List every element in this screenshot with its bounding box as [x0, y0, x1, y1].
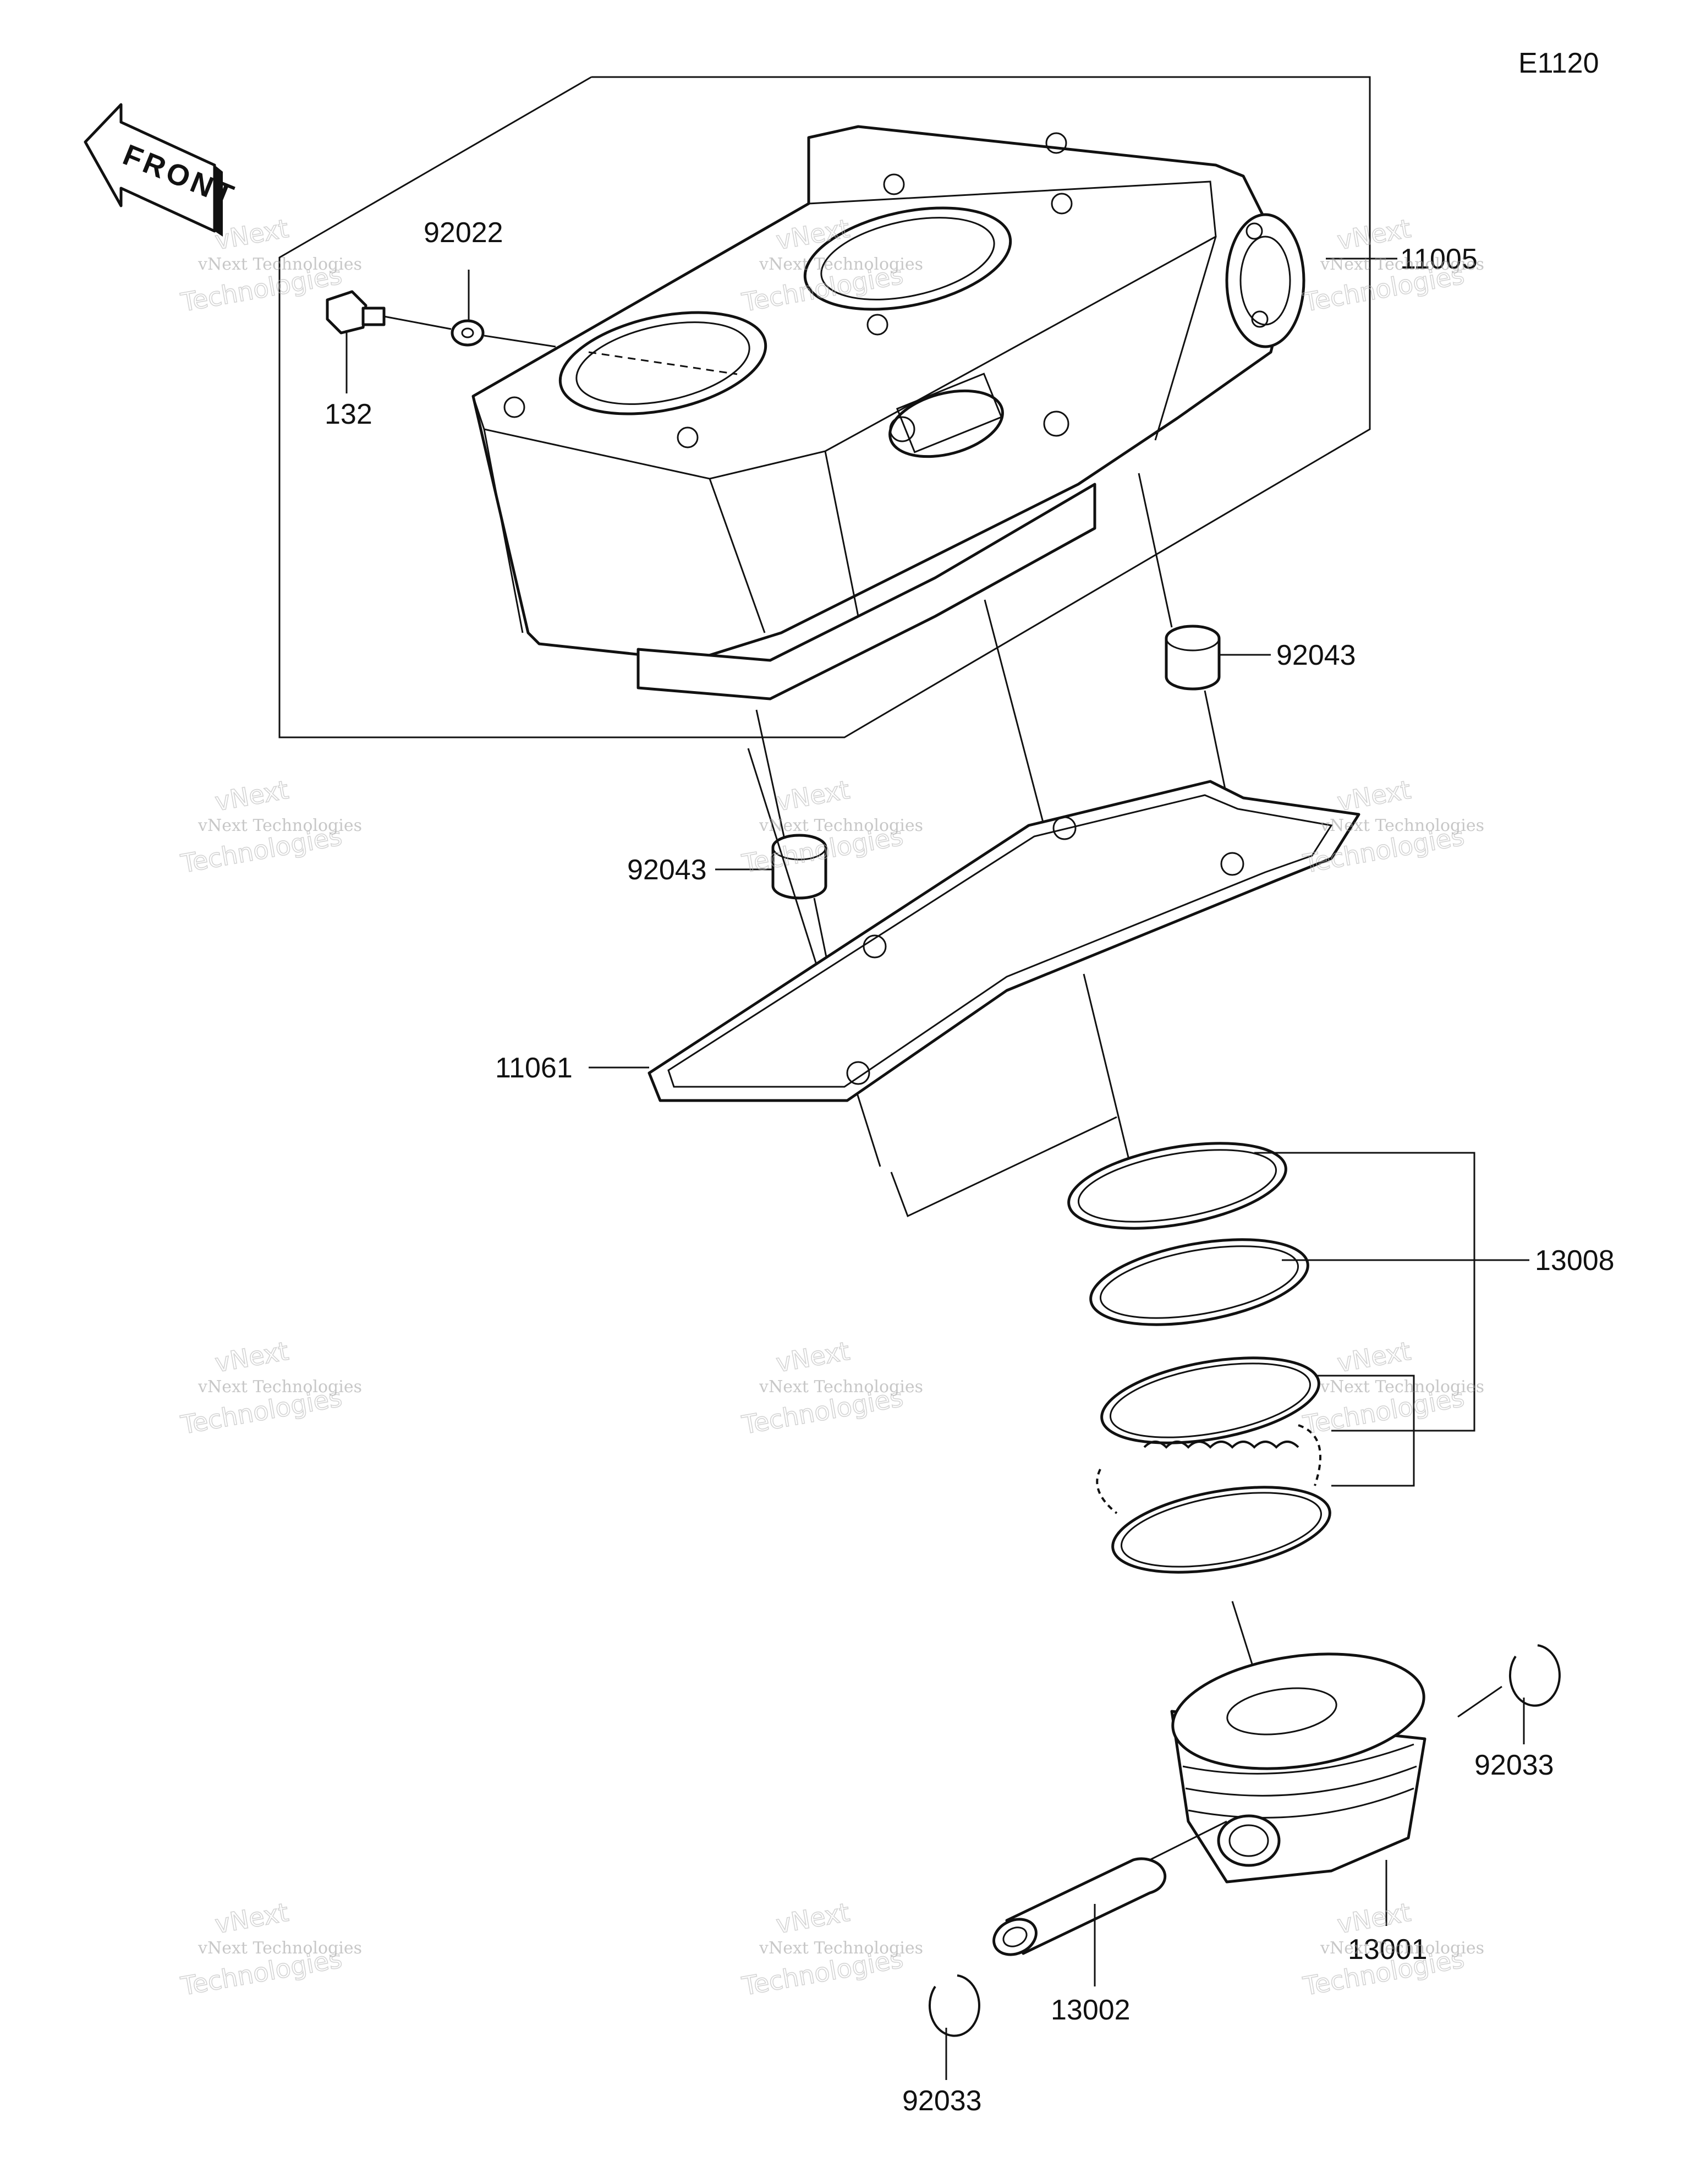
gasket-frame: [890, 1116, 1117, 1218]
centerline-2: [1083, 973, 1134, 1178]
ring-set-bracket-lower: [1315, 1375, 1415, 1487]
ring-set-bracket: [1254, 1152, 1475, 1432]
svg-text:vNext Technologies: vNext Technologies: [197, 1939, 362, 1958]
dowel-lower: [715, 709, 846, 1046]
svg-text:vNext: vNext: [213, 214, 291, 256]
label-washer: 92022: [424, 217, 503, 249]
svg-text:vNext Technologies: vNext Technologies: [197, 816, 362, 835]
dowel-upper: [1138, 473, 1271, 851]
svg-text:vNext Technologies: vNext Technologies: [759, 255, 923, 274]
label-piston: 13001: [1348, 1934, 1428, 1966]
svg-text:vNext Technologies: vNext Technologies: [759, 1377, 923, 1397]
svg-text:vNext Technologies: vNext Technologies: [197, 1377, 362, 1397]
gasket-11061: [589, 780, 1360, 1102]
svg-text:vNext: vNext: [1335, 1336, 1413, 1378]
piston-pin-13002: [992, 1820, 1227, 1986]
svg-text:vNext: vNext: [213, 1897, 291, 1940]
svg-text:vNext: vNext: [774, 1897, 852, 1940]
svg-text:vNext: vNext: [774, 775, 852, 817]
svg-text:vNext Technologies: vNext Technologies: [1320, 1939, 1484, 1958]
cylinder-frame: [278, 76, 1371, 738]
svg-text:vNext: vNext: [213, 775, 291, 817]
label-ring-set: 13008: [1535, 1245, 1615, 1277]
svg-text:vNext Technologies: vNext Technologies: [1320, 255, 1484, 274]
label-gasket: 11061: [495, 1052, 573, 1084]
piston-ring-second: [1089, 1238, 1309, 1326]
label-cylinder: 11005: [1400, 243, 1478, 275]
label-circlip-right: 92033: [1474, 1749, 1554, 1781]
bolt-132: [326, 290, 452, 393]
svg-text:vNext Technologies: vNext Technologies: [759, 1939, 923, 1958]
label-dowel-upper: 92043: [1276, 639, 1356, 671]
svg-text:vNext: vNext: [1335, 775, 1413, 817]
washer-92022: [451, 270, 556, 348]
label-dowel-lower: 92043: [627, 854, 707, 886]
oil-ring-rails: [1096, 1356, 1331, 1574]
front-arrow-icon: FRONT: [84, 103, 241, 237]
svg-text:vNext Technologies: vNext Technologies: [759, 816, 923, 835]
diagram-code: E1120: [1518, 47, 1599, 79]
circlip-right: [1457, 1644, 1561, 1744]
label-circlip-left: 92033: [902, 2085, 982, 2117]
centerline-4: [747, 748, 881, 1167]
svg-text:vNext Technologies: vNext Technologies: [197, 255, 362, 274]
piston-ring-top: [1067, 1142, 1287, 1230]
piston-13001: [1170, 1652, 1426, 1926]
svg-text:vNext Technologies: vNext Technologies: [1320, 816, 1484, 835]
label-bolt: 132: [325, 398, 372, 430]
circlip-left: [928, 1974, 980, 2080]
svg-text:vNext Technologies: vNext Technologies: [1320, 1377, 1484, 1397]
label-piston-pin: 13002: [1051, 1994, 1131, 2026]
cylinder-block: [471, 125, 1305, 700]
svg-text:vNext: vNext: [1335, 1897, 1413, 1940]
svg-text:vNext: vNext: [213, 1336, 291, 1378]
svg-text:vNext: vNext: [774, 1336, 852, 1378]
